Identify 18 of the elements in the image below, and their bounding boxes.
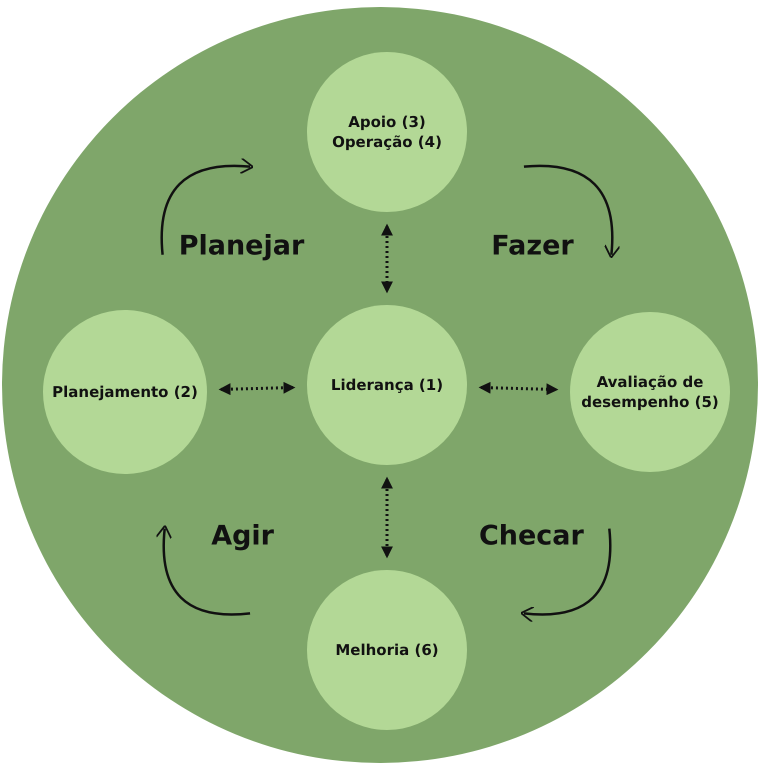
dotted-arrow	[381, 476, 393, 558]
curved-arrow	[160, 158, 254, 255]
node-label: Apoio (3)	[348, 112, 426, 132]
node-label: Planejamento (2)	[52, 382, 198, 402]
edge-label: Checar	[478, 520, 584, 551]
curved-arrow	[520, 528, 612, 622]
edge-label: Agir	[211, 520, 274, 551]
dotted-arrow	[218, 382, 296, 396]
edge-label: Planejar	[178, 230, 304, 262]
curved-arrow	[524, 164, 620, 259]
edge-label: Fazer	[491, 230, 574, 262]
node-label: Liderança (1)	[330, 375, 444, 395]
curved-arrow	[156, 524, 250, 616]
node-label: Operação (4)	[332, 132, 442, 152]
node-label: Melhoria (6)	[335, 640, 439, 660]
dotted-arrow	[381, 224, 393, 294]
dotted-arrow	[478, 382, 558, 396]
node-label: Avaliação de desempenho (5)	[580, 372, 720, 412]
